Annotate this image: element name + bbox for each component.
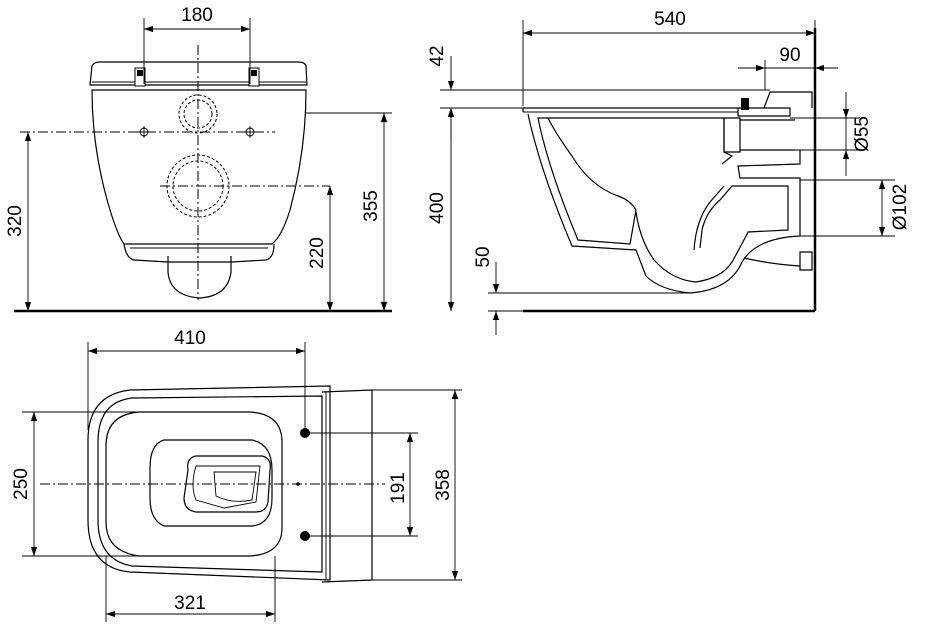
dim-overall-width: 358	[433, 469, 454, 501]
top-bowl-rim	[105, 411, 283, 557]
dim-bolt-spacing: 180	[181, 5, 213, 26]
front-view: 180 320 220 355	[5, 5, 392, 313]
dim-seat-thickness: 42	[427, 45, 448, 66]
dim-inlet-diameter: Ø55	[852, 116, 873, 152]
dim-wall-height: 320	[5, 205, 26, 237]
dim-depth: 540	[654, 9, 686, 30]
top-bowl-inner	[149, 439, 273, 527]
dim-inlet-offset: 90	[779, 45, 800, 66]
bowl-inner-front	[537, 117, 637, 245]
hinge-left-icon	[134, 67, 146, 87]
top-outlet-opening	[183, 455, 271, 513]
bowl-outer-profile	[527, 113, 801, 294]
dim-bowl-width: 250	[11, 468, 32, 500]
dim-mounting-height: 400	[427, 192, 448, 224]
inlet-opening-hidden	[178, 94, 218, 134]
dim-bowl-length: 321	[174, 593, 206, 614]
side-view: 540 90 42 400 50 Ø55 Ø102	[427, 9, 911, 335]
side-seat	[523, 107, 791, 117]
outlet-spigot	[167, 256, 232, 299]
bowl-body	[91, 89, 307, 245]
dim-outlet-diameter: Ø102	[890, 184, 911, 230]
dim-top-width: 410	[174, 328, 206, 349]
dim-floor-clearance: 50	[473, 246, 494, 267]
dim-outlet-height: 220	[307, 237, 328, 269]
dim-total-height: 355	[361, 190, 382, 222]
top-view: 410 250 321 191 358	[11, 328, 462, 622]
outlet-opening-hidden	[166, 154, 230, 218]
seat-lid	[89, 61, 308, 86]
top-outer-shell	[87, 385, 331, 581]
hinge-right-icon	[248, 67, 260, 87]
dim-top-bolt-spacing: 191	[388, 472, 409, 504]
